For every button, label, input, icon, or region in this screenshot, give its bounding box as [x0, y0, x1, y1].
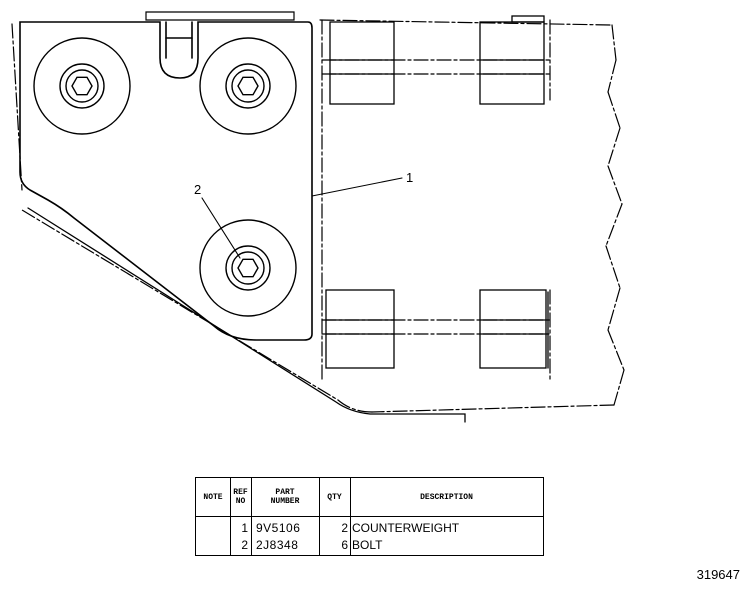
table-row: 1 9V5106 2 COUNTERWEIGHT [196, 520, 543, 537]
parts-table: NOTE REF NO PART NUMBER QTY DESCRIPTION … [195, 477, 544, 556]
column-divider [251, 478, 252, 555]
header-description: DESCRIPTION [420, 492, 473, 502]
drawing-number: 319647 [696, 567, 740, 582]
bolt-boss-top-right [199, 37, 297, 135]
leader-line-2 [201, 197, 241, 259]
row-ref-no: 1 [241, 521, 248, 535]
callout-1: 1 [406, 170, 413, 185]
frame-lower-edge [27, 207, 466, 423]
bolt-boss-top-left [33, 37, 131, 135]
header-part-number: PART NUMBER [270, 488, 300, 506]
row-qty: 6 [341, 538, 348, 552]
row-part-number: 9V5106 [256, 521, 301, 535]
frame-phantom-outline [11, 19, 625, 413]
column-divider [319, 478, 320, 555]
row-ref-no: 2 [241, 538, 248, 552]
column-divider [230, 478, 231, 555]
table-header: NOTE REF NO PART NUMBER QTY DESCRIPTION [196, 478, 543, 517]
row-description: COUNTERWEIGHT [352, 521, 460, 535]
header-ref-no: REF NO [233, 488, 248, 506]
callout-2: 2 [194, 182, 201, 197]
row-description: BOLT [352, 538, 383, 552]
header-qty: QTY [327, 492, 342, 502]
counterweight-drawing: 1 2 [11, 11, 625, 423]
frame-blocks [325, 15, 549, 369]
counterweight-body [19, 11, 313, 341]
row-qty: 2 [341, 521, 348, 535]
table-row: 2 2J8348 6 BOLT [196, 537, 543, 554]
bolt-boss-bottom [199, 219, 297, 317]
row-part-number: 2J8348 [256, 538, 299, 552]
header-note: NOTE [203, 492, 223, 502]
leader-line-1 [311, 177, 403, 197]
column-divider [350, 478, 351, 555]
